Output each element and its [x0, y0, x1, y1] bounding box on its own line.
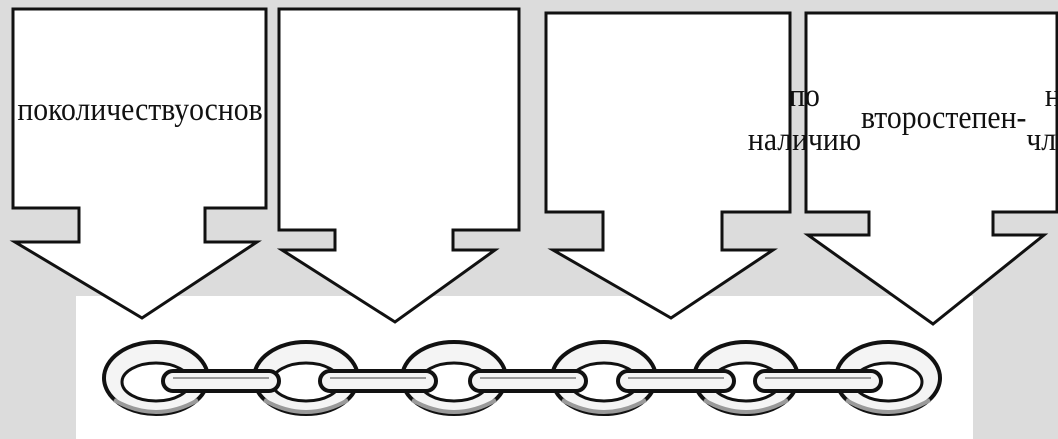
callout-1-line-2: количеству — [48, 92, 190, 128]
chain-panel — [76, 296, 973, 439]
chain-bar-5 — [753, 369, 883, 393]
callout-3-shape — [544, 11, 792, 320]
callout-4-shape — [803, 11, 1058, 326]
chain-bar-2 — [318, 369, 438, 393]
chain-ring-shade-2 — [263, 398, 349, 414]
callout-2-shape — [276, 7, 521, 324]
callout-4-line-3: ных членов — [1026, 78, 1058, 158]
chain-ring-shade-5 — [703, 398, 789, 414]
chain-ring-shade-4 — [561, 398, 647, 414]
chain-ring-shade-6 — [845, 398, 931, 414]
callout-4-line-1: по наличию — [747, 78, 862, 158]
chain-bar-1 — [161, 369, 281, 393]
chain-ring-shade-3 — [411, 398, 497, 414]
callout-1-line-3: основ — [189, 92, 263, 128]
callout-1-shape — [9, 7, 268, 320]
callout-4-text: по наличию второстепен- ных членов — [748, 28, 1058, 208]
callout-1-text: по количеству основ — [17, 20, 262, 200]
callout-1-line-1: по — [17, 92, 49, 128]
chain-bar-4 — [616, 369, 736, 393]
callout-4-line-2: второстепен- — [860, 100, 1027, 136]
chain-image — [102, 340, 942, 416]
chain-bar-3 — [468, 369, 588, 393]
chain-ring-shade-1 — [113, 398, 199, 414]
